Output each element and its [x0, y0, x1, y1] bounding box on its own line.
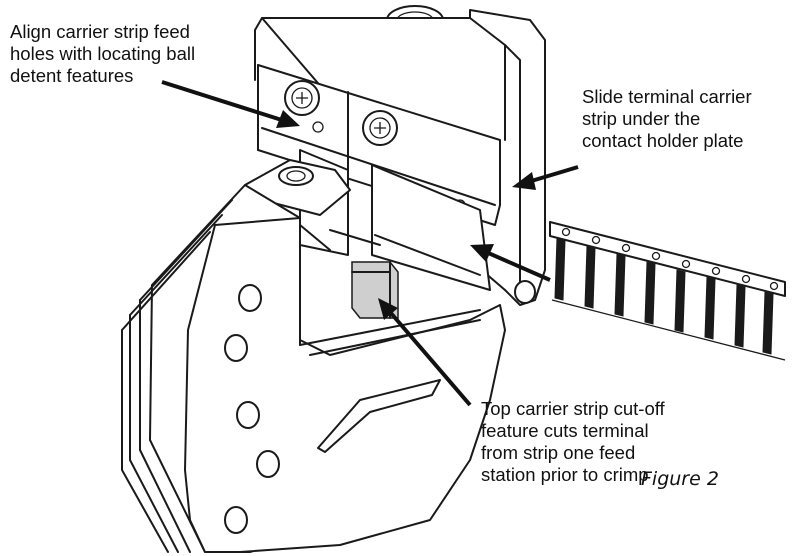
screw-left	[284, 80, 320, 116]
front-die-plates	[121, 184, 506, 553]
callout-cut-off-feature: Top carrier strip cut-off feature cuts t…	[481, 398, 665, 485]
leader-arrow-cutoff	[378, 298, 472, 407]
leader-arrow-align	[161, 80, 300, 128]
terminal-carrier-strip	[549, 221, 786, 361]
leader-arrow-strip	[470, 244, 551, 282]
leader-arrow-slide	[512, 165, 579, 190]
figure-caption: Figure 2	[641, 468, 719, 490]
callout-slide-carrier-strip: Slide terminal carrier strip under the c…	[582, 86, 752, 151]
screw-right	[362, 110, 398, 146]
strip-terminals	[554, 237, 774, 355]
callout-align-feed-holes: Align carrier strip feed holes with loca…	[10, 21, 196, 86]
